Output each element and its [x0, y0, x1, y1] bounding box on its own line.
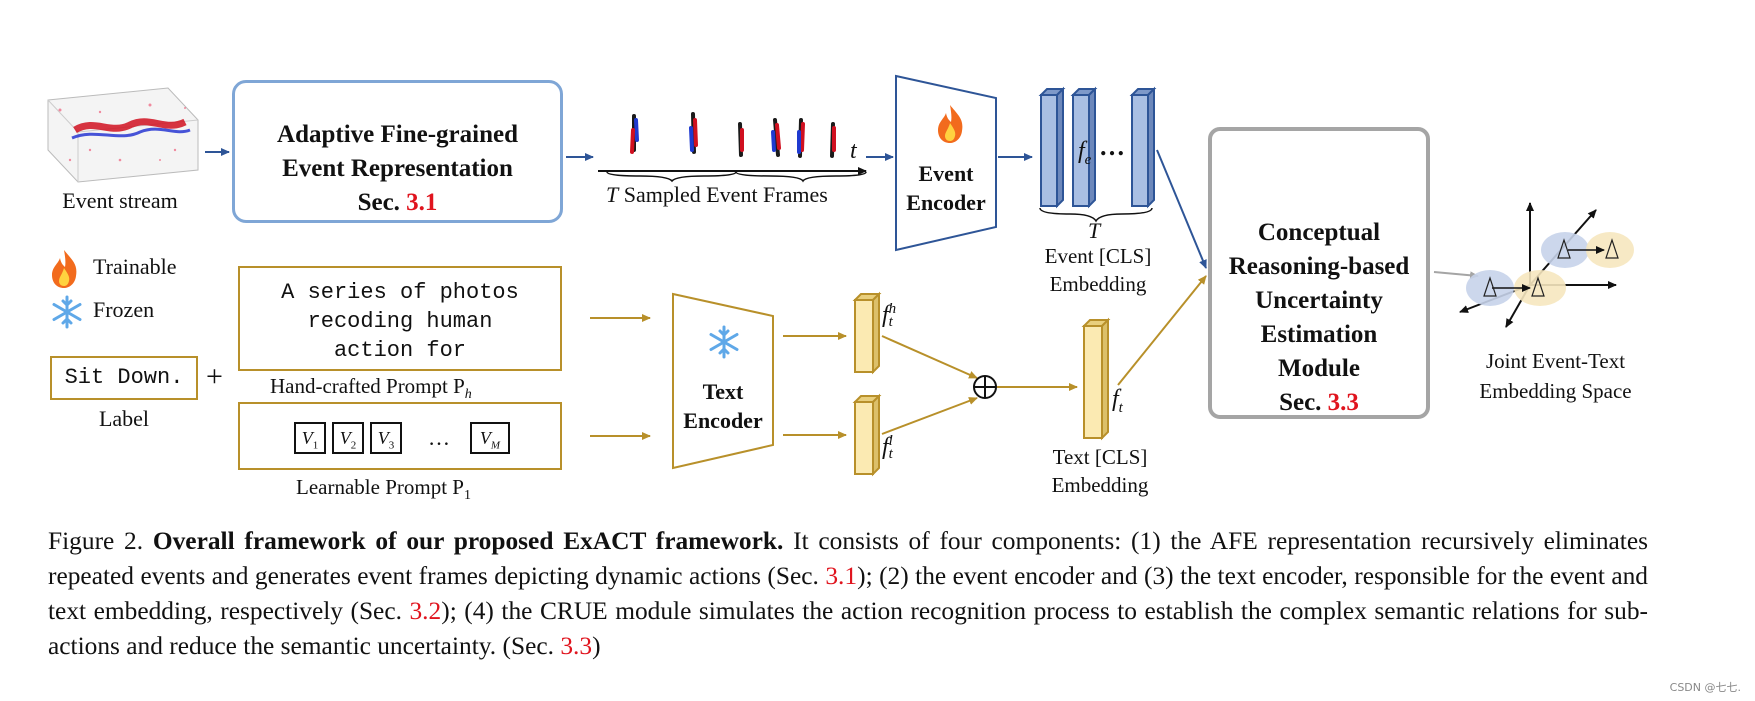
token-v3: V3 — [370, 422, 402, 454]
legend-trainable: Trainable — [93, 254, 177, 279]
fe-symbol: fe — [1078, 138, 1092, 168]
event-T-symbol: T — [1088, 218, 1101, 243]
frames-t-symbol: t — [850, 138, 857, 164]
event-stream-cube — [47, 87, 199, 183]
watermark: CSDN @七七. — [1669, 681, 1741, 694]
text-encoder-label: Text Encoder — [683, 379, 763, 433]
hand-crafted-prompt-box: A series of photos recoding human action… — [238, 266, 562, 371]
token-dots: … — [428, 425, 450, 450]
legend-frozen: Frozen — [93, 297, 155, 322]
caption-ref-3-1[interactable]: 3.1 — [825, 562, 858, 590]
event-stream-label: Event stream — [62, 188, 178, 213]
fire-icon — [938, 105, 963, 143]
text-cls-label: Text [CLS] Embedding — [1051, 445, 1149, 497]
ft-symbol: ft — [1112, 386, 1123, 416]
sampled-event-frames — [598, 112, 867, 183]
text-feature-bars — [852, 291, 882, 477]
learnable-prompt-label: Learnable Prompt P1 — [296, 475, 471, 504]
joint-space-label: Joint Event-Text Embedding Space — [1479, 349, 1632, 403]
token-v1: V1 — [294, 422, 326, 454]
figure-caption: Figure 2. Overall framework of our propo… — [48, 527, 1649, 660]
fe-dots: … — [1099, 132, 1125, 161]
caption-prefix: Figure 2. — [48, 527, 153, 555]
token-vm: VM — [470, 422, 510, 454]
plus-sign: + — [206, 360, 223, 393]
frames-caption: T Sampled Event Frames — [606, 182, 828, 207]
afe-line1: Adaptive Fine-grained — [277, 121, 518, 148]
label-caption: Label — [98, 406, 150, 431]
text-cls-bar — [1081, 317, 1111, 441]
token-v2: V2 — [332, 422, 364, 454]
caption-bold: Overall framework of our proposed ExACT … — [152, 527, 784, 555]
joint-embedding-space — [1459, 202, 1634, 328]
event-encoder-label: Event Encoder — [906, 161, 986, 215]
hand-crafted-prompt-label: Hand-crafted Prompt Ph — [270, 374, 472, 403]
text-encoder-shape — [672, 292, 774, 470]
caption-ref-3-3[interactable]: 3.3 — [560, 632, 593, 660]
event-cls-label: Event [CLS] Embedding — [1044, 244, 1152, 296]
afe-line2: Event Representation — [282, 155, 513, 182]
caption-ref-3-2[interactable]: 3.2 — [409, 597, 442, 625]
framework-diagram — [47, 74, 1634, 477]
afe-module-box — [232, 80, 563, 223]
snowflake-icon — [709, 325, 739, 359]
event-embedding-bars — [1038, 86, 1157, 209]
event-encoder-shape — [895, 74, 997, 252]
afe-sec: Sec. 3.1 — [357, 189, 438, 216]
label-box: Sit Down. — [50, 356, 198, 400]
crue-module-title: Conceptual Reasoning-based Uncertainty E… — [1228, 219, 1410, 416]
fire-icon — [52, 250, 77, 288]
snowflake-icon — [52, 295, 82, 329]
crue-module-box — [1208, 127, 1430, 419]
afe-module-title: Adaptive Fine-grained Event Representati… — [232, 118, 563, 220]
